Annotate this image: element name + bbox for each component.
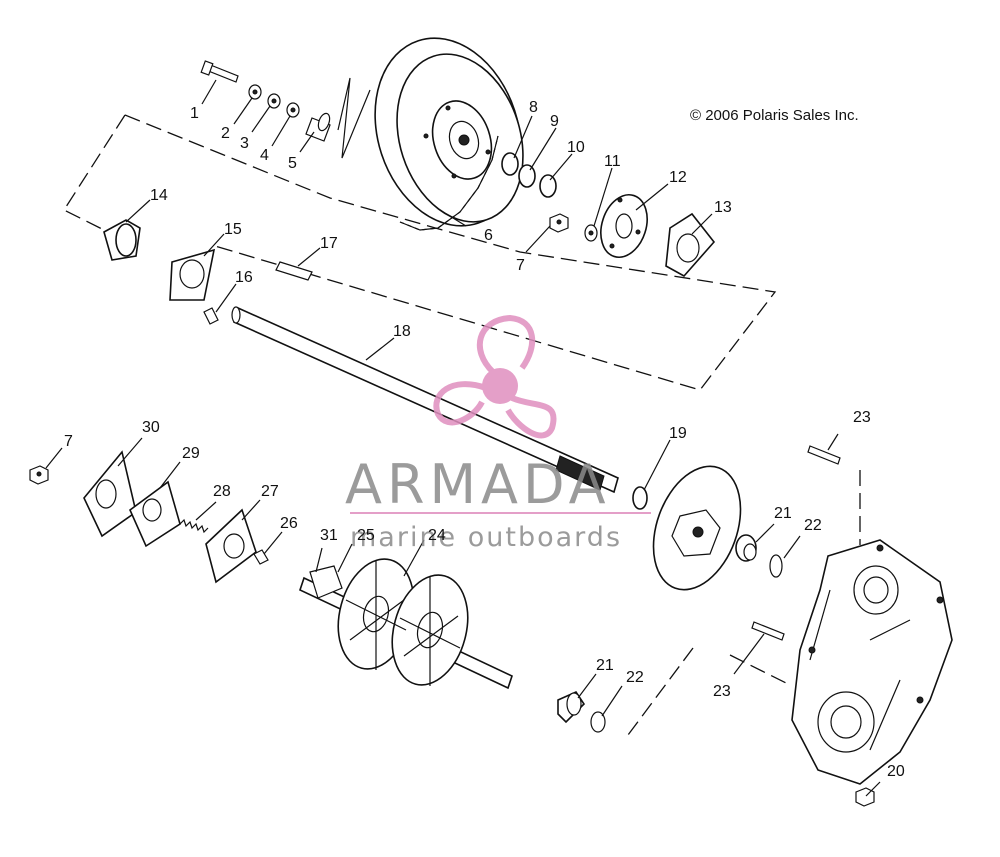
brake-disc [652,465,742,591]
callout-21-lower: 21 [596,657,614,674]
sprocket-pulley [337,37,524,227]
callout-9: 9 [550,113,559,130]
bearing-21-lower [557,690,586,724]
callout-2: 2 [221,125,230,142]
callout-20: 20 [887,763,905,780]
callout-18: 18 [393,323,411,340]
copyright-notice: © 2006 Polaris Sales Inc. [690,107,859,124]
watermark: ARMADA marine outboards [345,314,651,553]
callout-22-upper: 22 [804,517,822,534]
plate-27 [205,508,257,584]
driven-clutch-assembly [299,558,513,690]
screw-16 [203,307,219,325]
chain-6 [399,135,499,231]
bearing-14 [103,219,141,261]
washers-2-3-4 [248,84,300,118]
callout-23-upper: 23 [853,409,871,426]
flange-15 [169,248,216,301]
dashed-alignment-lines [63,114,861,736]
key-17 [275,261,313,281]
callout-6: 6 [484,227,493,244]
ring-22-upper [769,554,783,578]
callout-7-upper: 7 [516,257,525,274]
callout-13: 13 [714,199,732,216]
callout-23-lower: 23 [713,683,731,700]
nut-7-lower [29,465,49,485]
callout-28: 28 [213,483,231,500]
callout-17: 17 [320,235,338,252]
callout-15: 15 [224,221,242,238]
callout-1: 1 [190,105,199,122]
callout-22-lower: 22 [626,669,644,686]
shaft-18 [231,306,619,494]
plate-30 [83,450,137,538]
callout-30: 30 [142,419,160,436]
callout-26: 26 [280,515,298,532]
seals-8-9-10 [501,152,557,198]
ring-22-lower [590,711,606,733]
callout-24: 24 [428,527,446,544]
callout-25: 25 [357,527,375,544]
callout-12: 12 [669,169,687,186]
callout-27: 27 [261,483,279,500]
callout-19: 19 [669,425,687,442]
chaincase-housing [791,539,953,785]
gasket-29 [129,480,181,548]
flange-13 [665,212,716,278]
sleeve-5 [305,112,331,142]
callout-8: 8 [529,99,538,116]
callout-3: 3 [240,135,249,152]
watermark-tagline: marine outboards [350,522,622,553]
screw-26 [253,549,269,565]
seal-19 [632,486,648,510]
washer-11 [584,224,598,242]
watermark-brand: ARMADA [345,453,611,516]
callout-21-upper: 21 [774,505,792,522]
callout-16: 16 [235,269,253,286]
bearing-21-upper [735,534,757,562]
callout-5: 5 [288,155,297,172]
callout-11: 11 [604,153,621,170]
leader-lines [45,79,881,797]
spring-28 [179,518,209,534]
callout-31: 31 [320,527,338,544]
nut-7-upper [549,213,569,233]
plate-12 [600,194,648,258]
callout-7-lower: 7 [64,433,73,450]
propeller-logo-icon [433,314,557,439]
callout-4: 4 [260,147,269,164]
callout-10: 10 [567,139,585,156]
callout-labels: 1 2 3 4 5 6 7 8 9 10 11 12 13 14 15 16 1… [64,99,905,780]
bolt-23-lower [751,621,785,641]
bolt-23-upper [807,445,841,465]
callout-14: 14 [150,187,168,204]
callout-29: 29 [182,445,200,462]
bolt-1 [200,60,239,83]
